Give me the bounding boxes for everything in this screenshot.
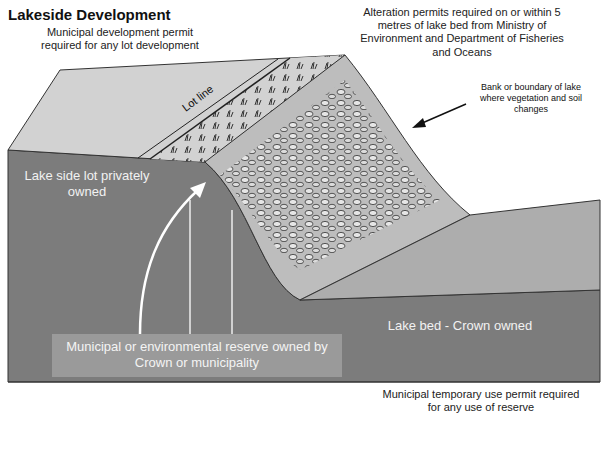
reserve-pointer-arrowhead — [190, 182, 206, 198]
permit-note: Municipal development permit required fo… — [40, 26, 200, 52]
permit-note: Municipal temporary use permit required … — [376, 388, 586, 414]
reserve-pointer-arrow — [140, 190, 198, 334]
bank-callout-arrowhead — [412, 118, 426, 128]
permit-note: Alteration permits required on or within… — [356, 6, 568, 59]
region-label: Lake side lot privately owned — [22, 168, 152, 199]
block-bottom-edge — [8, 382, 600, 383]
bank-callout-arrow — [420, 104, 466, 124]
reserve-boundary-line — [231, 210, 233, 334]
rock-texture — [220, 80, 440, 270]
box-text: Municipal or environmental reserve owned… — [60, 339, 334, 372]
reserve-info-box: Municipal or environmental reserve owned… — [52, 334, 342, 377]
region-label: Lake bed - Crown owned — [360, 318, 560, 334]
diagram-title: Lakeside Development — [8, 6, 171, 24]
reserve-boundary-line — [189, 200, 191, 334]
lake-bed-surface — [300, 200, 600, 300]
callout-note: Bank or boundary of lake where vegetatio… — [470, 82, 592, 114]
